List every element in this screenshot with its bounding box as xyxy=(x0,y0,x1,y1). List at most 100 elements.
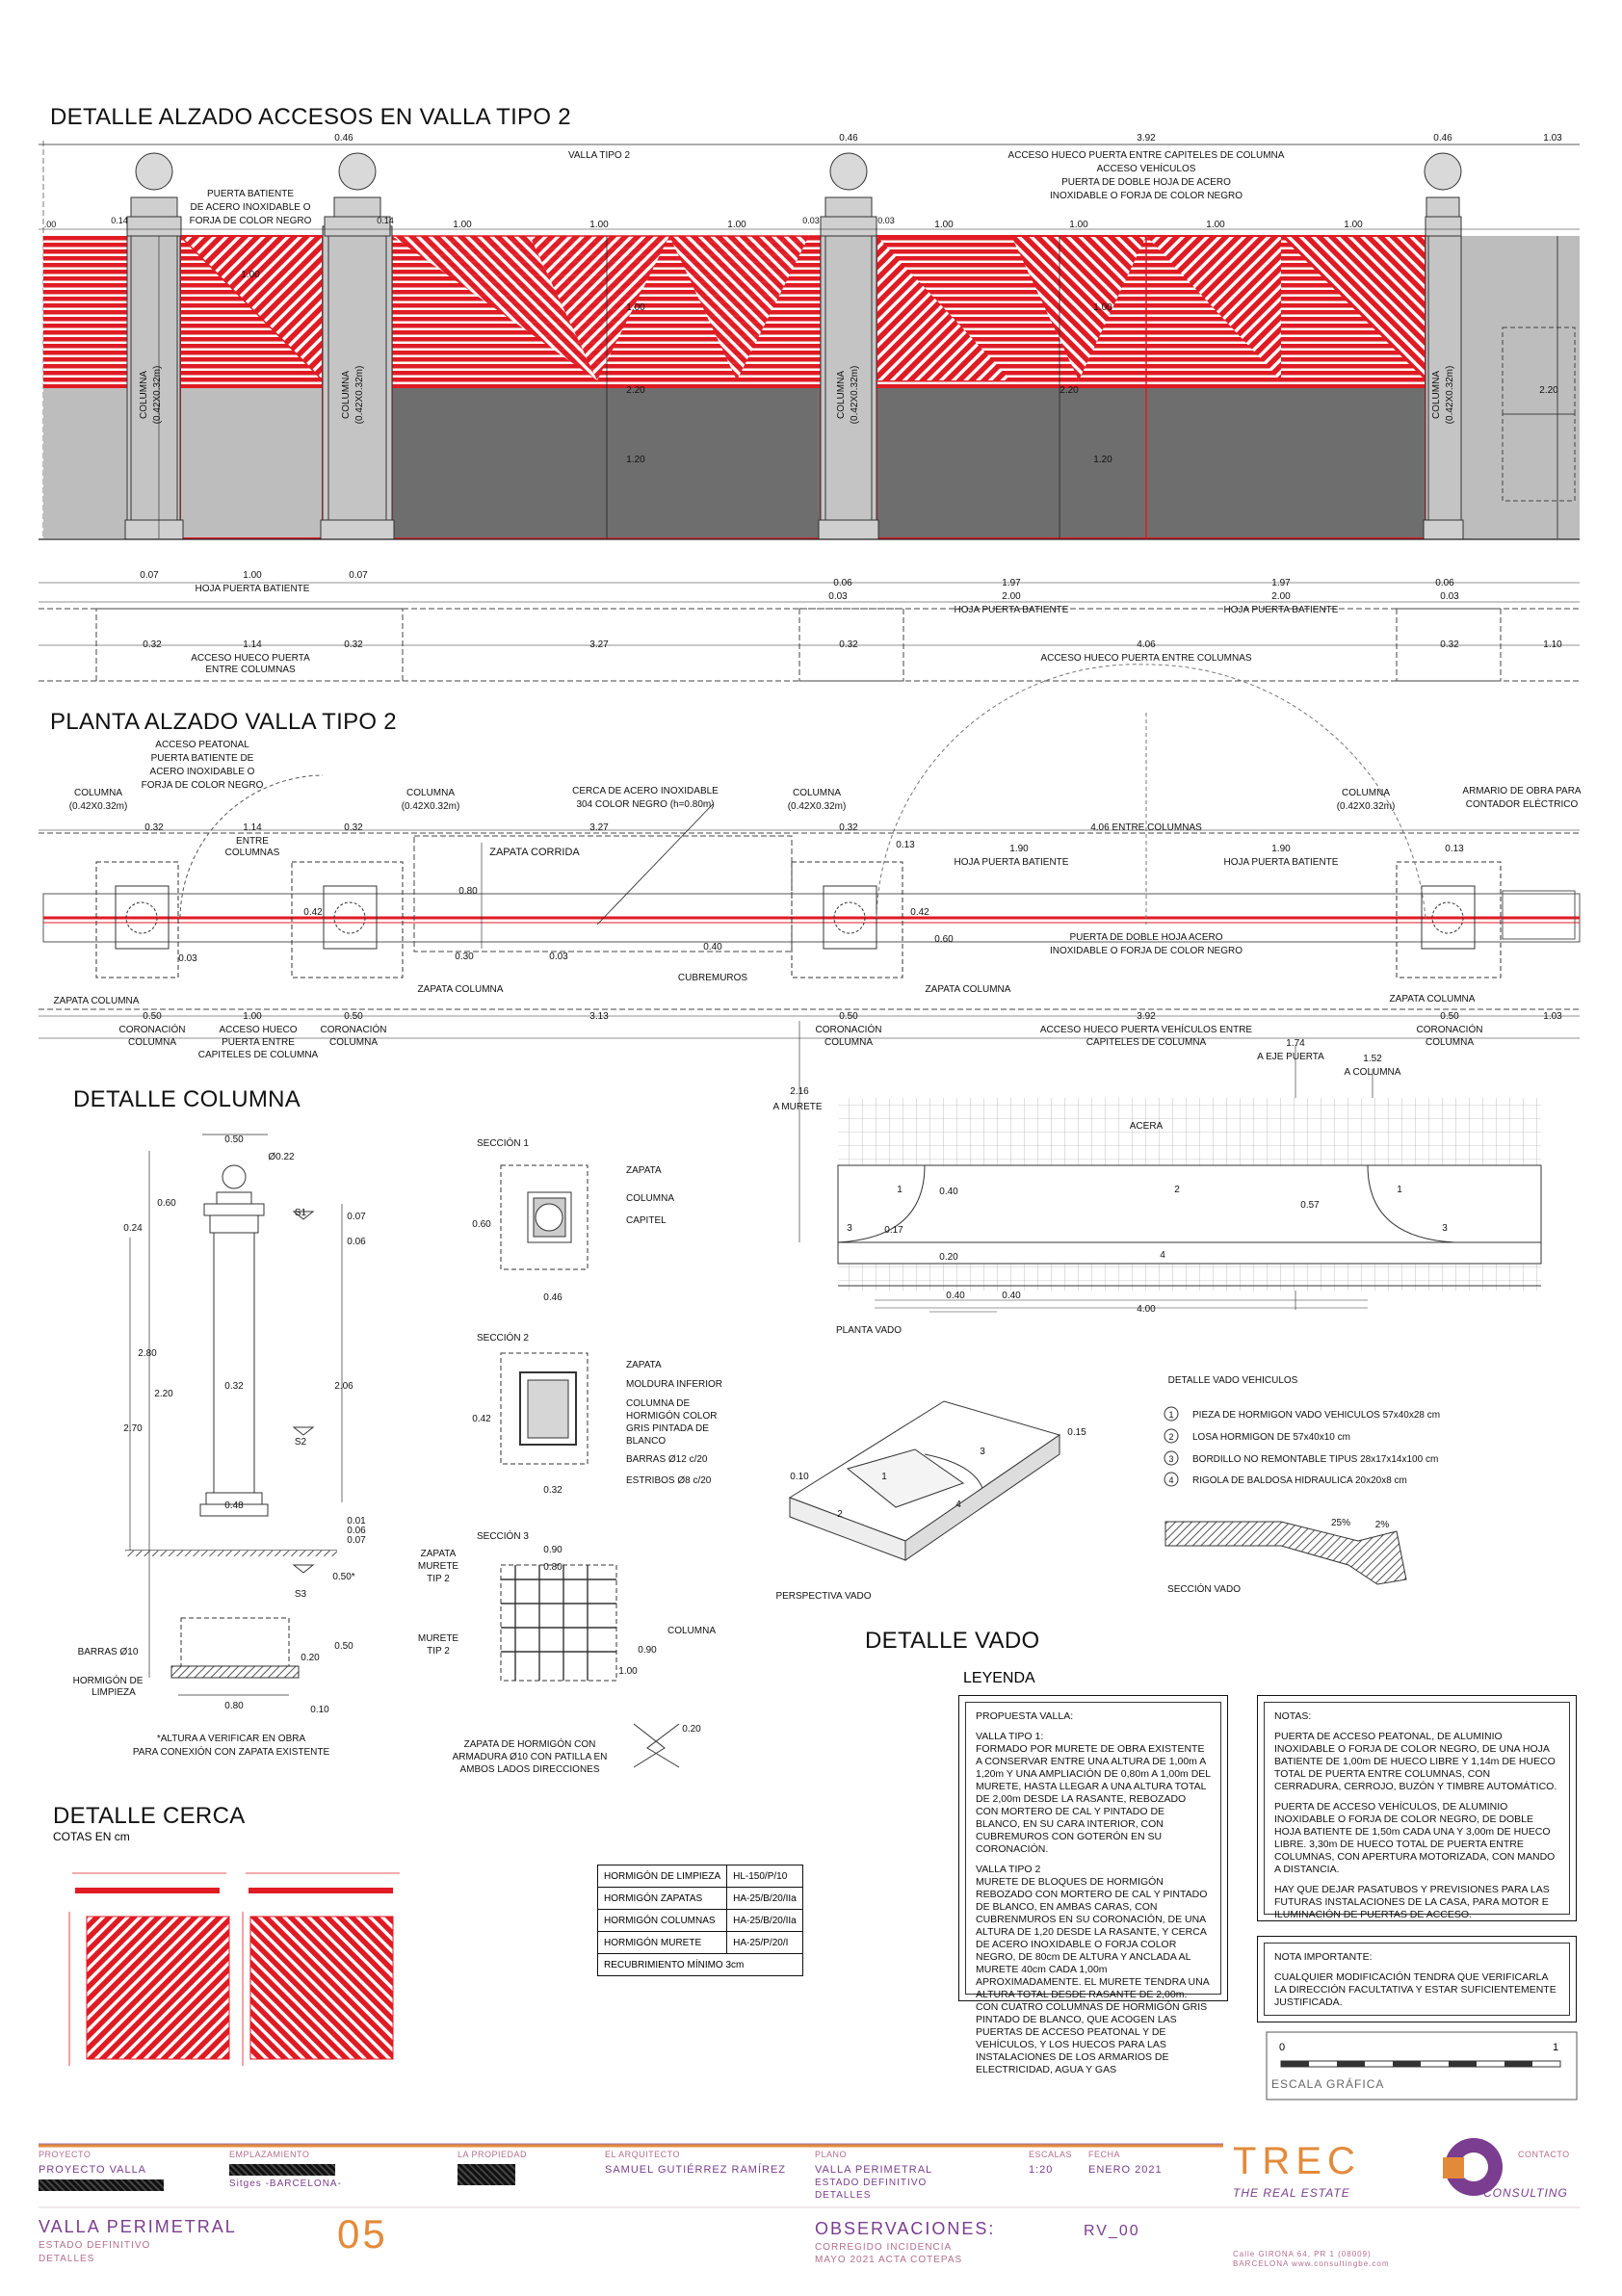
drawing-label: (0.42X0.32m) xyxy=(152,366,163,425)
escala-one: 1 xyxy=(1553,2042,1559,2053)
drawing-label: 0.50 xyxy=(224,1135,244,1145)
drawing-label: ACERA xyxy=(1130,1121,1164,1132)
drawing-label: 1 xyxy=(897,1185,903,1195)
drawing-label: ENTRE xyxy=(236,836,269,847)
drawing-label: 0.57 xyxy=(1300,1200,1320,1211)
drawing-label: COLUMNA xyxy=(793,788,841,798)
drawing-label: 0.03 xyxy=(802,216,820,225)
drawing-label: 0.32 xyxy=(143,639,162,650)
drawing-label: COLUMNA xyxy=(626,1193,674,1204)
drawing-label: 0.80 xyxy=(543,1562,562,1573)
drawing-label: HOJA PUERTA BATIENTE xyxy=(196,584,310,594)
drawing-label: 0.50 xyxy=(839,1011,858,1022)
planta-plan xyxy=(39,664,1581,1310)
drawing-label: 1.00 xyxy=(243,570,262,581)
drawing-label: CAPITELES DE COLUMNA xyxy=(1086,1037,1207,1048)
materials-row: RECUBRIMIENTO MÍNIMO 3cm xyxy=(597,1953,803,1976)
notas-box: NOTAS: PUERTA DE ACCESO PEATONAL, DE ALU… xyxy=(1257,1695,1577,1921)
detalle-cerca-drawing xyxy=(68,1872,400,2066)
drawing-label: 0.20 xyxy=(682,1724,701,1735)
drawing-label: 0.03 xyxy=(828,591,848,602)
notas-head: NOTAS: xyxy=(1274,1710,1312,1722)
drawing-label: 0.90 xyxy=(638,1645,657,1656)
drawing-label: 1.20 xyxy=(1093,455,1112,465)
drawing-label: PERSPECTIVA VADO xyxy=(775,1591,871,1602)
drawing-label: FORJA DE COLOR NEGRO xyxy=(190,216,312,226)
drawing-label: ENTRE COLUMNAS xyxy=(205,665,296,675)
drawing-label: 1.14 xyxy=(243,822,262,833)
drawing-label: 1.03 xyxy=(1543,133,1562,144)
drawing-label: 0.46 xyxy=(839,133,858,144)
drawing-label: (0.42X0.32m) xyxy=(850,366,860,425)
drawing-label: 1.00 xyxy=(243,1011,262,1022)
nota-importante-text: CUALQUIER MODIFICACIÓN TENDRA QUE VERIFI… xyxy=(1274,1971,1557,2008)
drawing-label: TIP 2 xyxy=(427,1646,450,1657)
drawing-label: 3.92 xyxy=(1137,1011,1156,1022)
drawing-label: .00 xyxy=(44,220,57,229)
drawing-label: 0.15 xyxy=(1067,1427,1086,1438)
trec-logo xyxy=(1443,2138,1503,2196)
drawing-label: 0.90 xyxy=(543,1545,562,1555)
drawing-label: INOXIDABLE O FORJA DE COLOR NEGRO xyxy=(1050,946,1243,956)
drawing-label: 3.13 xyxy=(589,1011,609,1022)
drawing-label: ACCESO PEATONAL xyxy=(155,740,249,750)
drawing-label: COLUMNA xyxy=(406,788,455,798)
drawing-label: 0.42 xyxy=(303,907,323,918)
drawing-label: ACCESO HUECO PUERTA ENTRE COLUMNAS xyxy=(1040,653,1251,664)
drawing-label: 2.16 xyxy=(790,1086,809,1097)
drawing-label: 0.40 xyxy=(946,1291,965,1301)
drawing-label: 1.52 xyxy=(1363,1054,1382,1064)
tb-proyecto: PROYECTO VALLA xyxy=(39,2164,147,2176)
drawing-label: A MURETE xyxy=(772,1102,822,1112)
drawing-label: ZAPATA CORRIDA xyxy=(489,847,580,858)
drawing-label: 0.42 xyxy=(910,907,929,918)
drawing-label: 3.27 xyxy=(589,822,609,833)
drawing-label: ACCESO HUECO PUERTA xyxy=(191,653,310,664)
tb-h-propiedad: LA PROPIEDAD xyxy=(458,2150,528,2159)
vado-perspective-drawing xyxy=(788,1400,1061,1561)
drawing-label: 1.14 xyxy=(243,639,262,650)
tb-arquitecto: SAMUEL GUTIÉRREZ RAMÍREZ xyxy=(605,2164,786,2176)
tb-h-escalas: ESCALAS xyxy=(1029,2150,1073,2159)
drawing-label: MURETE xyxy=(418,1633,459,1644)
alzado-title: DETALLE ALZADO ACCESOS EN VALLA TIPO 2 xyxy=(50,104,571,130)
drawing-label: 0.13 xyxy=(896,840,915,850)
drawing-label: 1.74 xyxy=(1286,1038,1305,1049)
drawing-label: 0.40 xyxy=(1002,1291,1021,1301)
drawing-label: CORONACIÓN xyxy=(321,1023,387,1035)
drawing-label: 0.46 xyxy=(543,1292,562,1303)
drawing-label: 1.00 xyxy=(453,220,472,230)
drawing-label: 1.00 xyxy=(618,1666,638,1677)
drawing-label: HORMIGÓN DE xyxy=(73,1674,144,1686)
drawing-label: (0.42X0.32m) xyxy=(402,801,460,812)
drawing-label: COLUMNA xyxy=(1431,371,1442,419)
drawing-label: 3 xyxy=(980,1447,985,1457)
drawing-label: 0.03 xyxy=(1440,591,1459,602)
notas-n2: PUERTA DE ACCESO VEHÍCULOS, DE ALUMINIO … xyxy=(1274,1801,1556,1875)
drawing-label: CORONACIÓN xyxy=(1417,1023,1483,1035)
tb-plano-2: ESTADO DEFINITIVO xyxy=(815,2178,928,2188)
materials-cell: HA-25/P/20/I xyxy=(726,1931,803,1954)
drawing-label: CORONACIÓN xyxy=(816,1023,882,1035)
tb-emplazamiento: Sitges -BARCELONA- xyxy=(229,2179,342,2189)
drawing-label: 0.60 xyxy=(934,934,954,945)
drawing-label: GRIS PINTADA DE xyxy=(626,1423,709,1434)
redacted-mark xyxy=(229,2164,335,2176)
materials-cell: HORMIGÓN COLUMNAS xyxy=(596,1909,728,1932)
drawing-label: 0.17 xyxy=(884,1225,903,1236)
drawing-label: ARMADURA Ø10 CON PATILLA EN xyxy=(453,1752,608,1762)
drawing-label: COLUMNAS xyxy=(225,848,280,858)
drawing-label: LIMPIEZA xyxy=(92,1687,136,1698)
tb-h-fecha: FECHA xyxy=(1088,2150,1121,2159)
sheet-title-3: DETALLES xyxy=(39,2254,95,2264)
drawing-label: 0.80 xyxy=(224,1701,244,1711)
drawing-label: 0.46 xyxy=(1433,133,1452,144)
tb-fecha: ENERO 2021 xyxy=(1088,2164,1163,2176)
detalle-columna-drawing xyxy=(125,1134,343,1696)
drawing-label: (0.42X0.32m) xyxy=(1445,366,1455,425)
drawing-label: 0.07 xyxy=(347,1535,366,1546)
leyenda-t2-title: VALLA TIPO 2 xyxy=(976,1864,1041,1875)
